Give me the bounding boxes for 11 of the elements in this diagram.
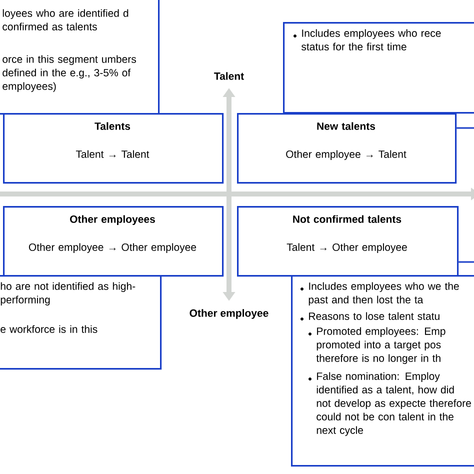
connector-line: [458, 261, 474, 263]
description-box: Includes employees who rece status for the first time: [283, 22, 474, 114]
connector-line: [456, 127, 474, 129]
quadrant-box: Other employees Other employee → Other employee: [3, 206, 224, 277]
quadrant-box: New talents Other employee → Talent: [237, 113, 457, 184]
description-box: ho are not identified as high-performing e workforce is in this: [0, 275, 162, 370]
description-box: loyees who are identified d confirmed as talents orce in this segment umbers defined in the e.g., 3-5% of employees): [0, 0, 160, 115]
axis-label: Talent: [214, 72, 244, 80]
quadrant-box: Talents Talent → Talent: [3, 113, 224, 184]
quadrant-box: Not confirmed talents Talent → Other employee: [237, 206, 459, 277]
axis-label: Other employee: [190, 309, 268, 319]
